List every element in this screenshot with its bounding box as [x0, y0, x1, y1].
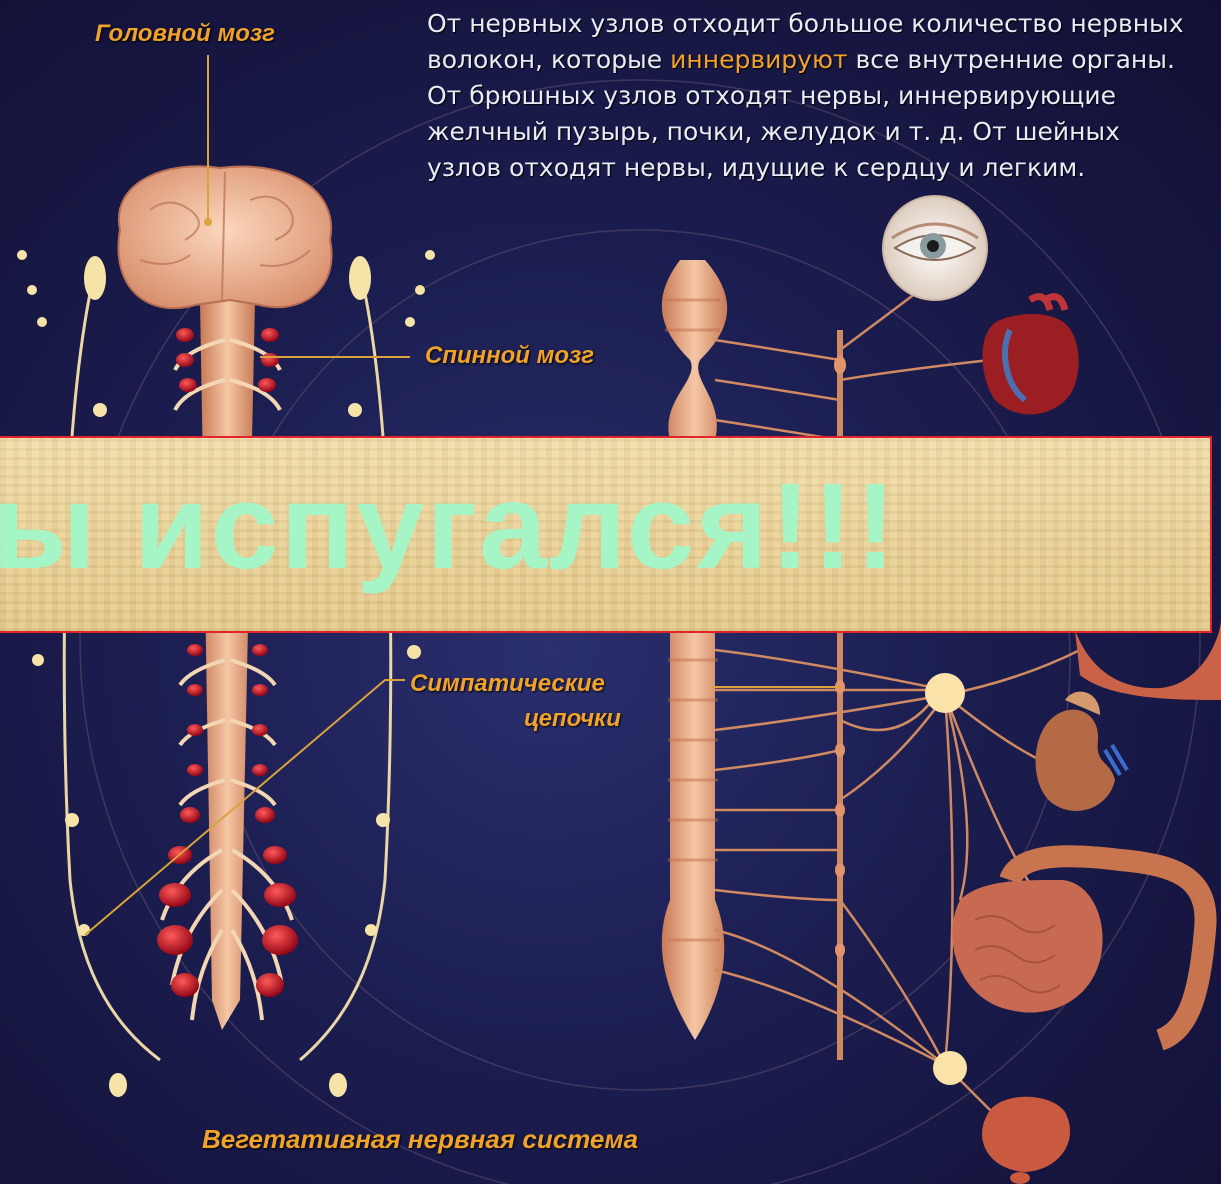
eye-organ: [883, 196, 987, 300]
spinal-cord-label: Спинной мозг: [425, 342, 594, 370]
right-figure: [662, 196, 1221, 1184]
heart-organ: [983, 297, 1079, 415]
description-highlight: иннервируют: [670, 45, 847, 74]
description-text: От нервных узлов отходит большое количес…: [427, 6, 1187, 186]
intestines-organ: [952, 856, 1205, 1040]
bladder-organ: [982, 1097, 1070, 1184]
brain-label: Головной мозг: [95, 20, 275, 48]
sympathetic-chain-label-line1: Симпатические: [410, 670, 605, 698]
banner-text: ты испугался!!!: [0, 456, 898, 596]
scare-banner: ты испугался!!!: [0, 436, 1212, 633]
caption-label: Вегетативная нервная система: [202, 1124, 638, 1155]
kidney-organ: [1036, 692, 1127, 811]
sympathetic-chain-label-line2: цепочки: [524, 705, 621, 733]
